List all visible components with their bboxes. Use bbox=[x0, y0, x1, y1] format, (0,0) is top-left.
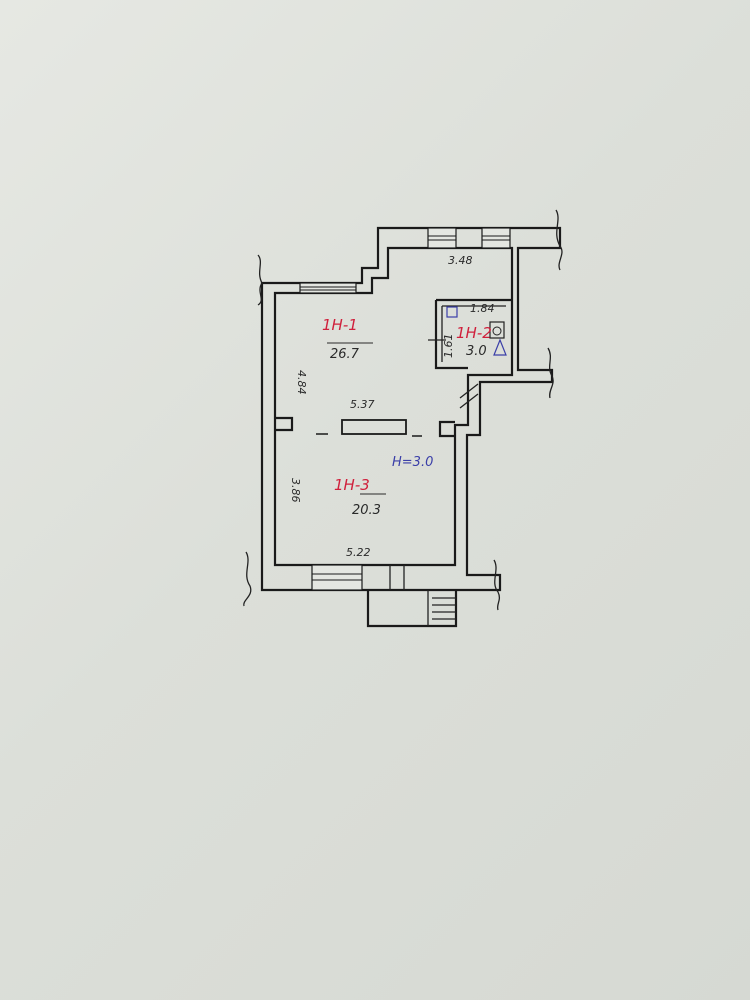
break-mark-right bbox=[547, 347, 554, 399]
middle-partition bbox=[275, 416, 455, 438]
dim-top: 3.48 bbox=[448, 254, 473, 267]
dim-bottom: 5.22 bbox=[346, 546, 371, 559]
wall-hatch-2 bbox=[459, 393, 479, 409]
dim-middle: 5.37 bbox=[350, 398, 375, 411]
window-top-1 bbox=[427, 227, 457, 249]
entrance-steps bbox=[366, 565, 458, 628]
window-top-left bbox=[299, 282, 357, 294]
sink-icon bbox=[493, 338, 507, 356]
wall-break-marks bbox=[243, 209, 563, 611]
dim-left-lower: 3.86 bbox=[289, 478, 302, 503]
window-bottom bbox=[311, 564, 363, 591]
dim-wc-depth: 1.61 bbox=[442, 334, 455, 359]
toilet-icon bbox=[489, 321, 505, 339]
room-3-id: 1Н-3 bbox=[334, 476, 370, 494]
wc-wall bbox=[434, 298, 512, 370]
partition-center bbox=[341, 419, 407, 435]
room-2-id: 1Н-2 bbox=[456, 324, 492, 342]
dim-wc-width: 1.84 bbox=[470, 302, 495, 315]
dim-left-upper: 4.84 bbox=[295, 370, 308, 395]
break-mark-top-left bbox=[257, 254, 263, 306]
break-mark-bottom-left bbox=[243, 551, 252, 607]
wall-hatch-1 bbox=[459, 383, 479, 399]
toilet-bowl-icon bbox=[492, 326, 502, 336]
ceiling-height: Н=3.0 bbox=[392, 455, 433, 470]
partition-right bbox=[438, 420, 455, 438]
break-mark-bottom-right bbox=[493, 559, 501, 611]
wc-partitions bbox=[428, 298, 512, 409]
inner-wall-outline bbox=[273, 246, 514, 567]
room-1-id: 1Н-1 bbox=[322, 316, 358, 334]
room-2-area: 3.0 bbox=[466, 344, 487, 359]
outer-wall-outline bbox=[260, 226, 562, 592]
outer-walls bbox=[260, 226, 562, 592]
steps-outline bbox=[366, 590, 458, 628]
room-3-area: 20.3 bbox=[352, 503, 381, 518]
break-mark-top-right bbox=[555, 209, 563, 271]
room-labels: 1Н-1 26.7 1Н-2 3.0 1Н-3 20.3 Н=3.0 bbox=[322, 316, 492, 518]
partition-left bbox=[275, 416, 294, 432]
wc-inner-wall bbox=[441, 305, 506, 362]
window-top-2 bbox=[481, 227, 511, 249]
room-1-area: 26.7 bbox=[330, 347, 360, 362]
windows bbox=[299, 227, 511, 591]
wc-fixture-icon bbox=[446, 306, 458, 318]
dimension-labels: 3.48 1.84 1.61 5.37 4.84 3.86 5.22 bbox=[289, 254, 495, 559]
